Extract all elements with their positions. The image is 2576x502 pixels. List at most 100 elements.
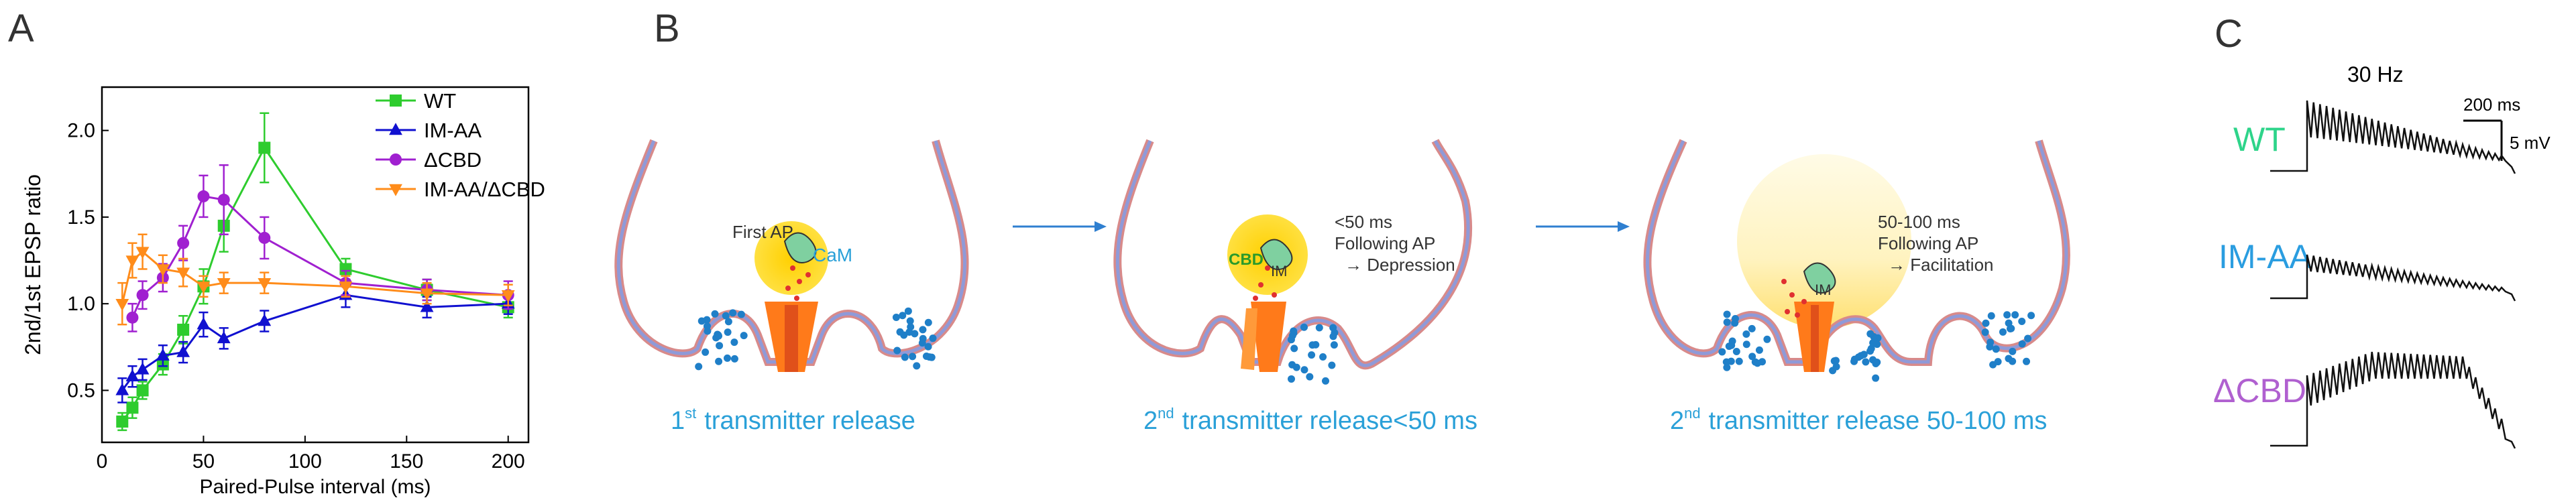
cam-molecule-icon [1803,262,1836,294]
first-ap-text: First AP [732,222,793,242]
vesicle-dot [1288,332,1296,340]
legend-label: IM-AA/ΔCBD [424,178,545,201]
data-point [390,95,402,107]
vesicle-dot [896,328,904,336]
vesicle-dot [2006,325,2014,333]
x-tick-label: 200 [492,450,525,473]
data-point [197,190,210,202]
calcium-ion [797,279,802,284]
vesicle-dot [1860,351,1868,359]
data-point [176,267,190,280]
trace-panel: 30 Hz 200 ms 5 mV WT IM-AA ΔCBD [2213,62,2551,449]
x-axis-label: Paired-Pulse interval (ms) [199,476,431,498]
data-point [217,331,231,344]
series-line [121,250,508,304]
calcium-ion [805,272,811,277]
vesicle-dot [715,357,723,365]
calcium-ion [1785,309,1790,314]
vesicle-dot [1308,351,1316,359]
vesicle-dot [928,353,936,361]
calcium-channel [1251,302,1286,372]
data-point [116,415,129,428]
vesicle-dot [730,355,738,363]
trace-dcbd [2270,351,2516,449]
time-text: 50-100 ms [1878,212,1960,232]
series-3 [115,233,515,326]
vesicle-dot [1872,374,1880,382]
vesicle-dot [1872,359,1880,367]
following-ap-text: Following AP [1878,233,1978,253]
vesicle-cluster [1718,279,2035,382]
trace-im-aa [2270,254,2516,302]
depression-text: → Depression [1345,255,1455,275]
data-point [197,281,211,294]
data-point [125,369,139,381]
y-axis-label: 2nd/1st EPSP ratio [21,174,45,355]
series-2 [126,164,514,332]
data-point [258,231,271,244]
vesicle-dot [929,334,937,342]
data-point [177,323,190,336]
vesicle-dot [1718,348,1726,356]
data-point [125,255,139,268]
vesicle-dot [1732,347,1740,355]
vesicle-dot [919,326,927,334]
synapse-terminal-3: IM 50-100 ms Following AP → Facilitation… [1643,139,2070,435]
vesicle-dot [1290,344,1298,353]
vesicle-dot [704,327,712,335]
x-tick-label: 100 [288,450,322,473]
calcium-ion [1258,282,1264,288]
vesicle-dot [1999,328,2007,336]
vesicle-dot [2011,311,2019,319]
vesicle-dot [729,309,737,317]
channel-pore [1811,305,1819,372]
vesicle-dot [2018,317,2026,325]
facilitation-text: → Facilitation [1888,255,1994,275]
vesicle-dot [909,353,917,361]
calcium-ion [1795,312,1800,318]
vesicle-dot [740,332,748,340]
vesicle-dot [1832,363,1840,371]
vesicle-dot [1981,328,1989,336]
y-tick-label: 1.5 [67,206,95,229]
data-point [156,264,170,277]
vesicle-cluster [695,265,937,371]
y-tick-label: 2.0 [67,120,95,142]
calcium-ion [1272,292,1277,298]
vesicle-dot [1308,341,1317,349]
trace-label-im-aa: IM-AA [2219,238,2312,275]
vesicle-cluster [1253,265,1339,385]
vesicle-dot [715,332,723,340]
arrow-step-2-to-3 [1536,221,1630,232]
y-axis-ticks: 0.51.01.52.0 [67,120,109,401]
plot-frame [101,86,530,444]
scale-voltage-label: 5 mV [2510,133,2551,153]
series-line [121,294,508,391]
data-point [126,311,139,324]
vesicle-dot [2027,312,2035,320]
panel-label-c: C [2215,12,2243,56]
vesicle-dot [1306,373,1314,381]
vesicle-dot [918,339,926,347]
data-point [258,141,271,154]
vesicle-dot [724,328,732,336]
synapse-terminal-2: CBD IM <50 ms Following AP → Depression … [1113,139,1477,435]
x-tick-label: 50 [192,450,215,473]
vesicle-dot [904,307,912,315]
im-text: IM [1815,281,1831,298]
calcium-ion [1789,292,1795,298]
data-point [115,383,129,395]
vesicle-dot [1866,330,1874,338]
vesicle-dot [1731,314,1739,322]
calcium-ion [790,265,795,271]
vesicle-dot [722,312,730,320]
vesicle-dot [1751,358,1759,366]
vesicle-dot [906,317,914,325]
data-point [389,123,402,135]
data-point [156,348,170,361]
data-point [197,317,211,330]
legend-label: WT [424,89,456,113]
